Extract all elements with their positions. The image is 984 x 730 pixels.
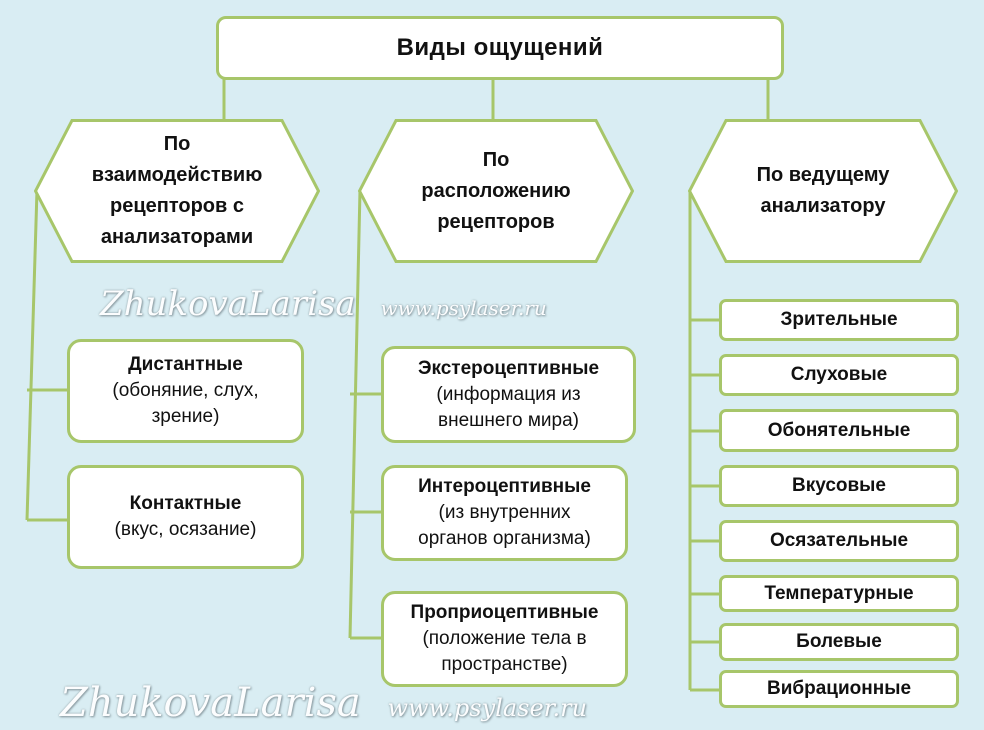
analyzer-label: Вибрационные — [766, 678, 912, 699]
item-desc: зрение) — [151, 406, 220, 427]
distant-box: Дистантные (обоняние, слух, зрение) — [67, 339, 304, 443]
root-title: Виды ощущений — [396, 34, 604, 61]
proprio-box: Проприоцептивные (положение тела в прост… — [381, 591, 628, 687]
category-line: расположению — [421, 179, 571, 202]
analyzer-label: Слуховые — [790, 364, 888, 385]
analyzer-label: Вкусовые — [792, 475, 886, 496]
item-desc: внешнего мира) — [438, 409, 579, 431]
category-line: анализатору — [760, 195, 886, 217]
item-name: Контактные — [129, 493, 242, 514]
item-name: Дистантные — [128, 354, 243, 375]
category-analyzer: По ведущему анализатору — [688, 119, 958, 263]
category-line: По — [163, 133, 191, 155]
category-line: рецепторов с — [109, 195, 244, 217]
item-desc: (вкус, осязание) — [114, 519, 257, 540]
item-desc: (положение тела в — [422, 628, 587, 649]
analyzer-label: Обонятельные — [767, 419, 911, 441]
category-line: взаимодействию — [91, 164, 263, 186]
item-desc: пространстве) — [441, 654, 568, 675]
item-name: Проприоцептивные — [410, 602, 599, 623]
category-line: По ведущему — [756, 164, 890, 186]
category-line: рецепторов — [437, 210, 555, 233]
analyzer-item: Обонятельные — [719, 409, 959, 452]
contact-box: Контактные (вкус, осязание) — [67, 465, 304, 569]
analyzer-item: Слуховые — [719, 354, 959, 396]
watermark-site: www.psylaser.ru — [387, 694, 588, 722]
category-interaction: По взаимодействию рецепторов с анализато… — [34, 119, 320, 263]
analyzer-label: Болевые — [796, 631, 882, 652]
item-desc: органов организма) — [418, 528, 591, 549]
analyzer-label: Осязательные — [769, 530, 909, 551]
item-desc: (информация из — [436, 383, 581, 405]
item-desc: (обоняние, слух, — [112, 380, 259, 401]
item-desc: (из внутренних — [438, 502, 571, 523]
category-line: анализаторами — [100, 226, 254, 248]
analyzer-label: Температурные — [764, 582, 914, 604]
analyzer-item: Вкусовые — [719, 465, 959, 507]
watermark-name: ZhukovaLarisa — [100, 284, 356, 324]
extero-box: Экстероцептивные (информация из внешнего… — [381, 346, 636, 443]
item-name: Экстероцептивные — [417, 357, 600, 379]
root-box: Виды ощущений — [216, 16, 784, 80]
analyzer-item: Болевые — [719, 623, 959, 661]
intero-box: Интероцептивные (из внутренних органов о… — [381, 465, 628, 561]
analyzer-item: Вибрационные — [719, 670, 959, 708]
analyzer-item: Зрительные — [719, 299, 959, 341]
watermark: ZhukovaLarisa www.psylaser.ru — [100, 284, 547, 324]
category-line: По — [482, 148, 510, 171]
watermark: ZhukovaLarisa www.psylaser.ru — [60, 680, 587, 726]
watermark-name: ZhukovaLarisa — [60, 680, 361, 726]
watermark-site: www.psylaser.ru — [380, 296, 547, 320]
category-location: По расположению рецепторов — [358, 119, 634, 263]
analyzer-item: Осязательные — [719, 520, 959, 562]
item-name: Интероцептивные — [418, 476, 591, 497]
analyzer-item: Температурные — [719, 575, 959, 612]
analyzer-label: Зрительные — [780, 309, 898, 330]
